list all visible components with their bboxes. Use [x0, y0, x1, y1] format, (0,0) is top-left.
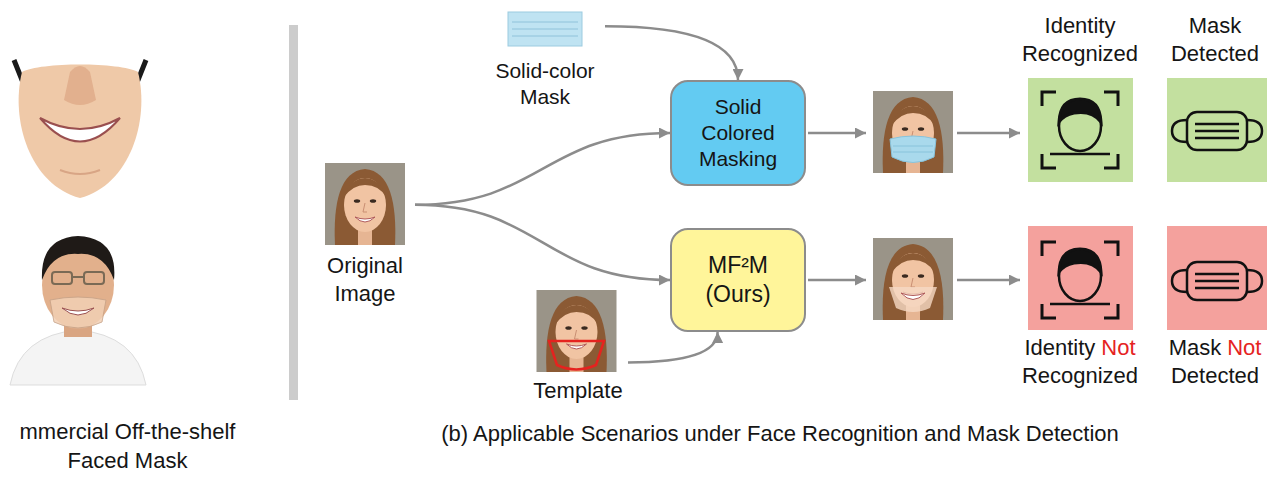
masked-face-photo — [873, 91, 953, 173]
result-panel — [1167, 226, 1267, 330]
flow-connector — [628, 332, 718, 362]
process-box: MF²M (Ours) — [670, 228, 806, 332]
text-line: Template — [528, 377, 628, 405]
printed-mask-photo — [14, 60, 146, 198]
node-label: Not — [1101, 335, 1135, 360]
face-photo — [325, 163, 405, 245]
template-photo — [537, 290, 617, 372]
text-line: MaskNot — [1152, 334, 1278, 362]
surgical-mask-photo — [508, 12, 582, 46]
text-line: Recognized — [1010, 362, 1150, 390]
text-block: Solid Colored Masking — [672, 82, 804, 184]
node-label: Mask — [1169, 335, 1222, 360]
person-photo — [10, 236, 146, 385]
text-line: Original Image — [315, 252, 415, 307]
text-line: Solid Colored Masking — [680, 94, 796, 173]
node-label: MF²M (Ours) — [705, 252, 770, 307]
node-label: Identity — [1024, 335, 1095, 360]
text-line: Solid-color Mask — [485, 58, 605, 111]
result-box: Identity Recognized — [1010, 12, 1150, 184]
text-block: MaskNotDetected — [1152, 334, 1278, 389]
text-block: Template — [528, 377, 628, 405]
result-box: IdentityNotRecognized — [1010, 226, 1150, 398]
flow-arrows — [808, 133, 1020, 280]
flow-connector — [415, 133, 670, 205]
node-label: Original Image — [327, 253, 403, 306]
node-label: Mask Detected — [1171, 13, 1259, 66]
result-box: Mask Detected — [1152, 12, 1278, 184]
text-line: Mask Detected — [1152, 12, 1278, 67]
text-line: IdentityNot — [1010, 334, 1150, 362]
image-node: Original Image — [315, 160, 415, 320]
text-line: Identity Recognized — [1010, 12, 1150, 67]
text-line: Detected — [1152, 362, 1278, 390]
image-node: Template — [528, 288, 628, 412]
flow-connector — [415, 205, 670, 280]
text-block: Original Image — [315, 252, 415, 307]
node-label: Detected — [1171, 363, 1259, 388]
node-label: Identity Recognized — [1022, 13, 1138, 66]
text-block: Identity Recognized — [1010, 12, 1150, 67]
node-label: Solid Colored Masking — [699, 95, 777, 171]
mf2m-face-photo — [873, 238, 953, 320]
result-panel — [1028, 226, 1133, 330]
node-label: Solid-color Mask — [495, 59, 594, 108]
result-panel — [1167, 78, 1267, 182]
text-block: Solid-color Mask — [485, 58, 605, 111]
text-block: Mask Detected — [1152, 12, 1278, 67]
text-line: MF²M (Ours) — [680, 251, 796, 309]
image-node: Solid-color Mask — [485, 8, 605, 116]
node-label: Not — [1227, 335, 1261, 360]
node-label: Template — [533, 378, 622, 403]
divider-bar — [289, 25, 298, 400]
figure-caption: (b) Applicable Scenarios under Face Reco… — [330, 420, 1230, 449]
text-block: MF²M (Ours) — [672, 230, 804, 330]
figure-caption: mmercial Off-the-shelf Faced Mask — [0, 418, 255, 475]
result-box: MaskNotDetected — [1152, 226, 1278, 398]
text-block: IdentityNotRecognized — [1010, 334, 1150, 389]
flow-connector — [605, 26, 738, 80]
process-box: Solid Colored Masking — [670, 80, 806, 186]
result-panel — [1028, 78, 1133, 182]
node-label: Recognized — [1022, 363, 1138, 388]
